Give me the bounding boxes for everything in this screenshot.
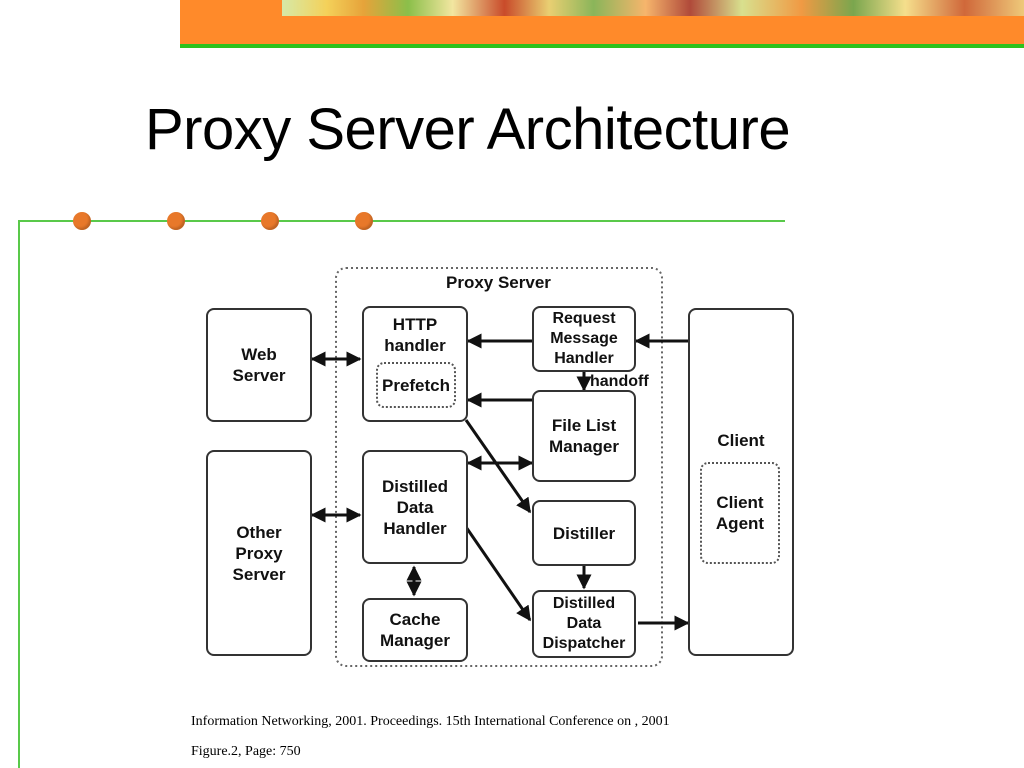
proxy-server-label: Proxy Server: [446, 273, 551, 292]
other-proxy-server-box: Other Proxy Server: [206, 450, 312, 656]
diagram-arrows: [310, 267, 690, 667]
caption-figure: Figure.2, Page: 750: [191, 744, 301, 759]
handoff-label: handoff: [590, 373, 649, 390]
http-handler-label: HTTP handler: [384, 315, 446, 355]
caption-source: Information Networking, 2001. Proceeding…: [191, 714, 670, 729]
file-list-manager-box: File List Manager: [532, 390, 636, 482]
bullet-dot-1: [73, 212, 91, 230]
top-green-rule: [180, 44, 1024, 48]
request-message-handler-box: Request Message Handler: [532, 306, 636, 372]
green-horizontal-rule: [18, 220, 785, 222]
distilled-data-handler-box: Distilled Data Handler: [362, 450, 468, 564]
bullet-dot-4: [355, 212, 373, 230]
bullet-dot-3: [261, 212, 279, 230]
distiller-box: Distiller: [532, 500, 636, 566]
arrow-distilled-dispatcher: [464, 526, 532, 622]
slide-title: Proxy Server Architecture: [145, 97, 791, 162]
client-agent-box: Client Agent: [700, 462, 780, 564]
proxy-server-container: [335, 267, 663, 667]
green-vertical-rule: [18, 220, 20, 768]
distilled-data-dispatcher-box: Distilled Data Dispatcher: [532, 590, 636, 658]
client-label: Client: [717, 431, 765, 450]
web-server-box: Web Server: [206, 308, 312, 422]
prefetch-box: Prefetch: [376, 362, 456, 408]
cache-manager-box: Cache Manager: [362, 598, 468, 662]
bullet-dot-2: [167, 212, 185, 230]
banner-decorative-image: [282, 0, 1024, 16]
arrow-http-distiller: [464, 419, 532, 514]
architecture-diagram: Proxy Server Web Server Other Proxy Serv…: [200, 262, 800, 672]
